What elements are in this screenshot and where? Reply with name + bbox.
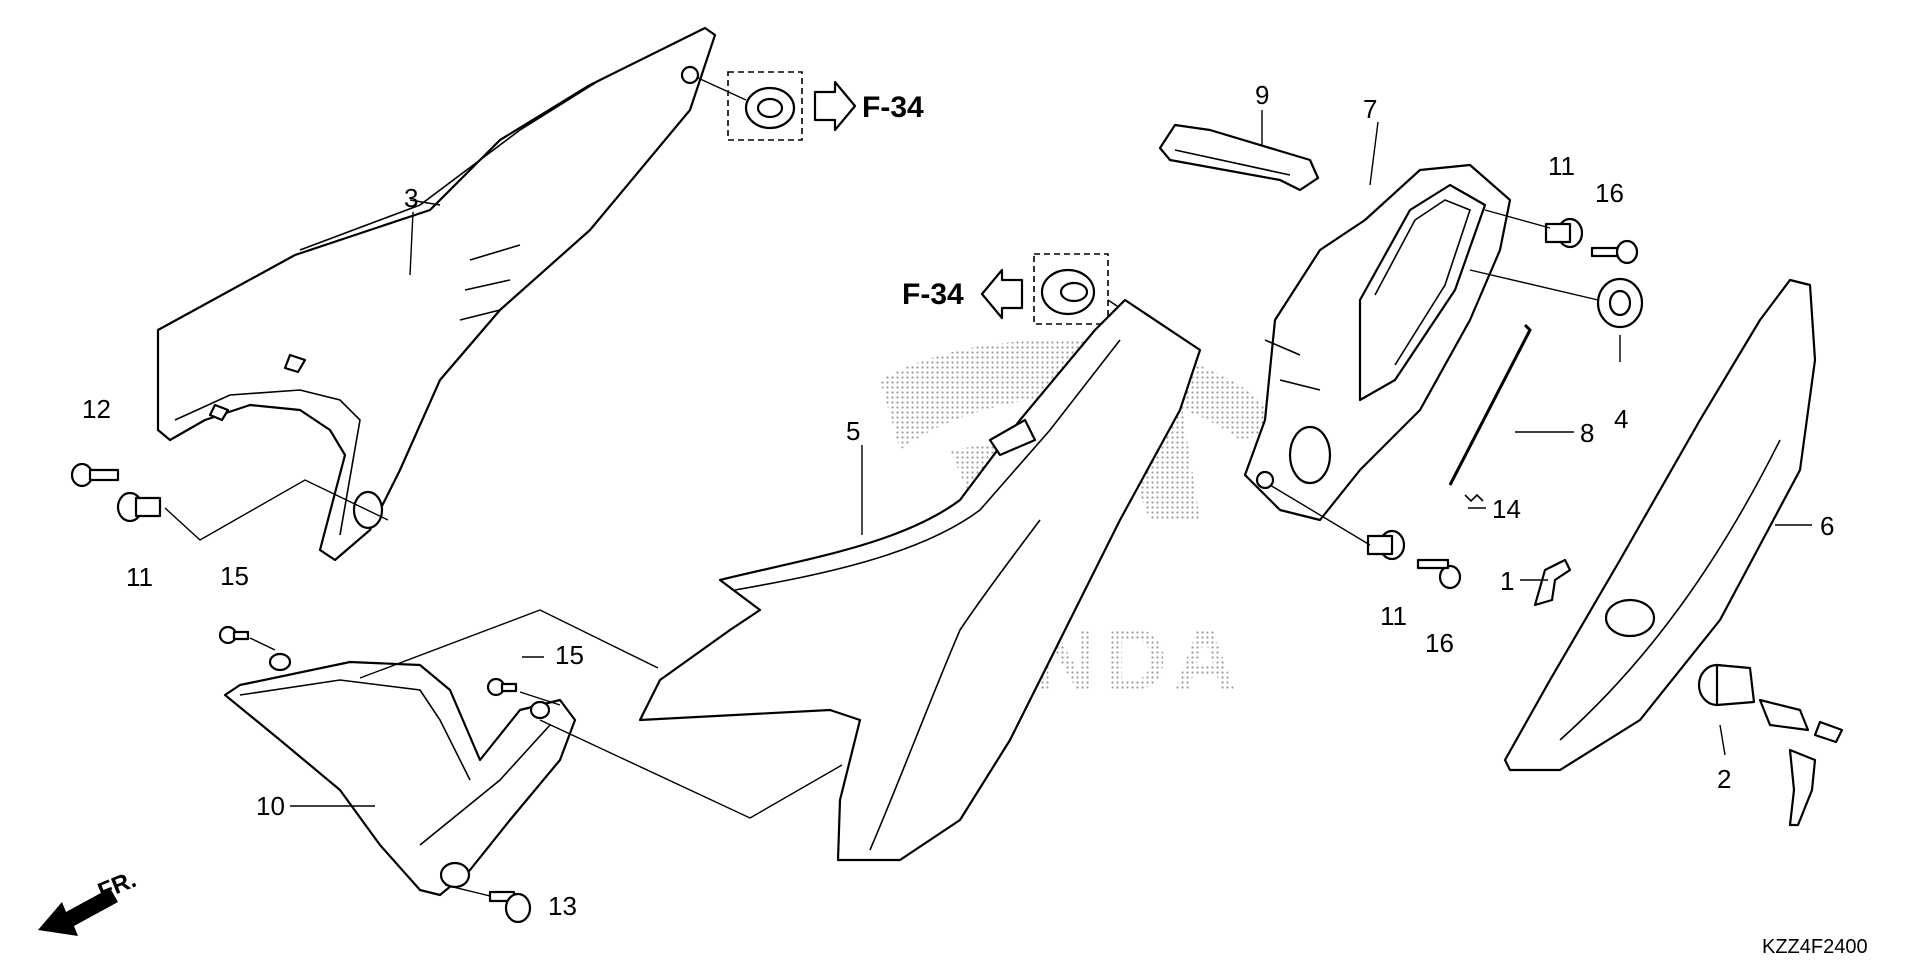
part-8-rod — [1448, 323, 1532, 486]
screw-13 — [488, 890, 532, 924]
diagram-code: KZZ4F2400 — [1762, 936, 1868, 958]
callout-2: 2 — [1717, 764, 1731, 794]
part-7-inner-cover — [1243, 163, 1512, 522]
part-1-clip — [1533, 558, 1572, 607]
callout-15-right: 15 — [555, 640, 584, 670]
callout-leaders — [290, 110, 1812, 807]
front-marker-label: FR. — [94, 866, 140, 906]
collar-11-left — [116, 491, 162, 523]
grommet-top-left — [697, 71, 803, 141]
collar-11-bottom — [1366, 529, 1406, 561]
reference-label-left: F-34 — [902, 278, 964, 311]
callout-16-bottom: 16 — [1425, 628, 1454, 658]
part-2-key-cylinder — [1697, 663, 1844, 827]
part-5-side-cover — [638, 298, 1202, 862]
callout-7: 7 — [1363, 94, 1377, 124]
callout-4: 4 — [1614, 404, 1628, 434]
part-4-grommet — [1596, 277, 1644, 329]
callout-14: 14 — [1492, 494, 1521, 524]
part-6-right-cover — [1503, 278, 1817, 772]
spring-14 — [1464, 493, 1484, 503]
callout-1: 1 — [1500, 566, 1514, 596]
fasteners — [70, 217, 1639, 924]
screw-15-right — [486, 677, 518, 697]
callout-9: 9 — [1255, 80, 1269, 110]
reference-label-right: F-34 — [862, 91, 924, 124]
callout-8: 8 — [1580, 418, 1594, 448]
callout-5: 5 — [846, 416, 860, 446]
callout-6: 6 — [1820, 511, 1834, 541]
reference-arrow-right: F-34 — [813, 80, 924, 132]
bolt-16-top — [1590, 239, 1639, 265]
bolt-12 — [70, 462, 120, 488]
part-3-frame-cover — [156, 26, 717, 562]
part-9-strap — [1158, 123, 1320, 192]
callout-11-top: 11 — [1548, 151, 1575, 181]
reference-arrow-left: F-34 — [902, 268, 1024, 320]
front-direction-marker: FR. — [38, 866, 140, 936]
callout-11-left: 11 — [126, 562, 153, 592]
callout-16-top: 16 — [1595, 178, 1624, 208]
callout-11-bottom: 11 — [1380, 601, 1407, 631]
callout-3: 3 — [404, 183, 418, 213]
callout-15-left: 15 — [220, 561, 249, 591]
grommet-middle — [1033, 253, 1121, 325]
callout-13: 13 — [548, 891, 577, 921]
part-10-lower-cover — [223, 652, 577, 897]
screw-15-left — [218, 625, 250, 645]
assembly-lines — [164, 199, 1599, 897]
bolt-16-bottom — [1416, 558, 1462, 590]
callout-12: 12 — [82, 394, 111, 424]
collar-11-top — [1544, 217, 1584, 249]
callout-10: 10 — [256, 791, 285, 821]
callout-labels: 1 2 3 4 5 6 7 8 9 10 11 11 11 12 13 14 1… — [82, 80, 1834, 921]
